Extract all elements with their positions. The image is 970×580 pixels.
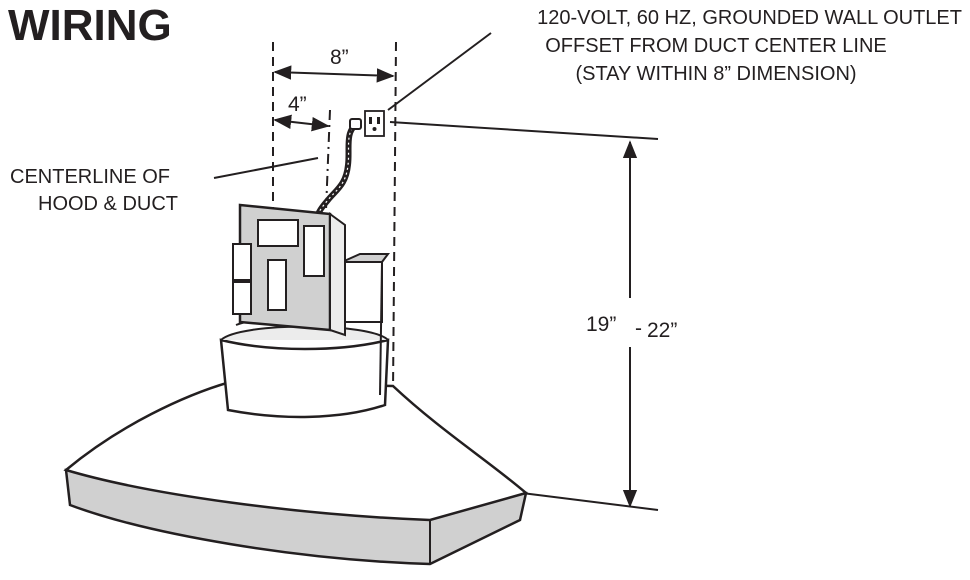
width-8in-dimension — [272, 42, 395, 225]
dimension-height-separator: - — [635, 317, 642, 340]
chimney-cover — [219, 253, 390, 419]
power-cord-icon — [313, 118, 362, 223]
centerline-leader-line — [213, 157, 319, 179]
hood-canopy — [63, 380, 529, 566]
centerline-note-line2: HOOD & DUCT — [38, 193, 178, 215]
width-4in-dimension — [273, 109, 331, 211]
dimension-height-max: 22” — [647, 319, 677, 342]
side-connector-top — [232, 243, 252, 281]
duct-outline — [392, 41, 397, 393]
relay-module — [267, 259, 287, 311]
outlet-note-line1: 120-VOLT, 60 HZ, GROUNDED WALL OUTLET — [537, 7, 962, 29]
terminal-block — [257, 219, 299, 247]
outlet-note-line3: (STAY WITHIN 8” DIMENSION) — [575, 63, 856, 85]
dimension-width-half: 4” — [288, 93, 307, 116]
electrical-box — [232, 203, 346, 337]
dimension-height-min: 19” — [586, 313, 616, 336]
centerline-note-line1: CENTERLINE OF — [10, 166, 170, 188]
control-module — [303, 225, 325, 277]
page-title: WIRING — [8, 1, 172, 50]
height-dimension — [389, 121, 659, 511]
dimension-width-total: 8” — [330, 46, 349, 69]
side-connector-bottom — [232, 281, 252, 315]
outlet-leader-line — [387, 32, 492, 111]
wall-outlet-icon — [364, 110, 385, 137]
outlet-note-line2: OFFSET FROM DUCT CENTER LINE — [545, 35, 887, 57]
